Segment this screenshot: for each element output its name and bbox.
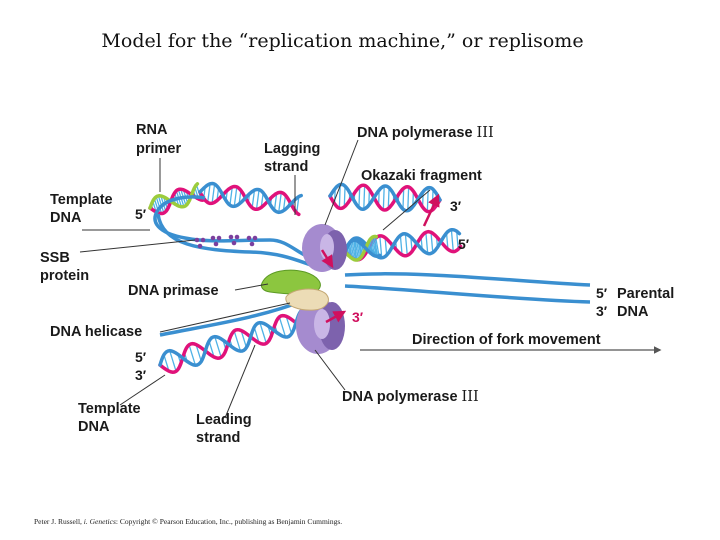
- label-okazaki-fragment: Okazaki fragment: [361, 168, 482, 184]
- label-pointers: [79, 139, 431, 419]
- label-lagging-1: Lagging: [264, 141, 320, 157]
- okazaki-arrow: [422, 193, 440, 227]
- label-rna-primer-2: primer: [136, 141, 181, 157]
- label-dna-primase: DNA primase: [128, 283, 219, 299]
- parental-strand-bottom: [344, 284, 591, 304]
- label-direction: Direction of fork movement: [412, 332, 601, 348]
- leading-template: [159, 298, 306, 337]
- end-3p-template-bottom: 3′: [135, 367, 147, 383]
- end-3p-okazaki: 3′: [450, 198, 462, 214]
- label-template-top-1: Template: [50, 192, 113, 208]
- end-3p-leading: 3′: [352, 309, 364, 325]
- label-lagging-2: strand: [264, 159, 308, 175]
- label-leading-1: Leading: [196, 412, 252, 428]
- end-5p-parental: 5′: [596, 285, 608, 301]
- credit-line: Peter J. Russell, i. Genetics: Copyright…: [34, 517, 343, 526]
- label-template-bottom-1: Template: [78, 401, 141, 417]
- end-5p-okazaki: 5′: [458, 236, 470, 252]
- ssb-protein-cluster: [194, 234, 258, 249]
- end-5p-template-bottom: 5′: [135, 349, 147, 365]
- end-3p-parental: 3′: [596, 303, 608, 319]
- label-leading-2: strand: [196, 430, 240, 446]
- parental-strand-top: [344, 272, 591, 287]
- end-5p-template-top: 5′: [135, 206, 147, 222]
- label-rna-primer-1: RNA: [136, 122, 168, 138]
- page-title: Model for the “replication machine,” or …: [101, 30, 584, 52]
- helix-okazaki-primer: [343, 234, 382, 262]
- leading-arrow: [325, 310, 347, 324]
- lagging-template-lower: [156, 213, 321, 270]
- label-dna-polymerase-top: DNA polymerase III: [357, 125, 494, 141]
- label-dna-helicase: DNA helicase: [50, 324, 142, 340]
- label-parental-1: Parental: [617, 286, 674, 302]
- lagging-template-loop: [153, 195, 321, 262]
- label-ssb-1: SSB: [40, 250, 70, 266]
- helix-okazaki-upper: [328, 182, 442, 214]
- lagging-arrow: [320, 249, 334, 269]
- label-ssb-2: protein: [40, 268, 89, 284]
- label-dna-polymerase-bottom: DNA polymerase III: [342, 389, 479, 405]
- label-template-bottom-2: DNA: [78, 419, 110, 435]
- label-parental-2: DNA: [617, 304, 649, 320]
- dna-helicase-icon: [285, 288, 329, 311]
- helix-lagging-top: [198, 181, 303, 217]
- label-template-top-2: DNA: [50, 210, 82, 226]
- dna-polymerase-upper-icon: [302, 224, 347, 272]
